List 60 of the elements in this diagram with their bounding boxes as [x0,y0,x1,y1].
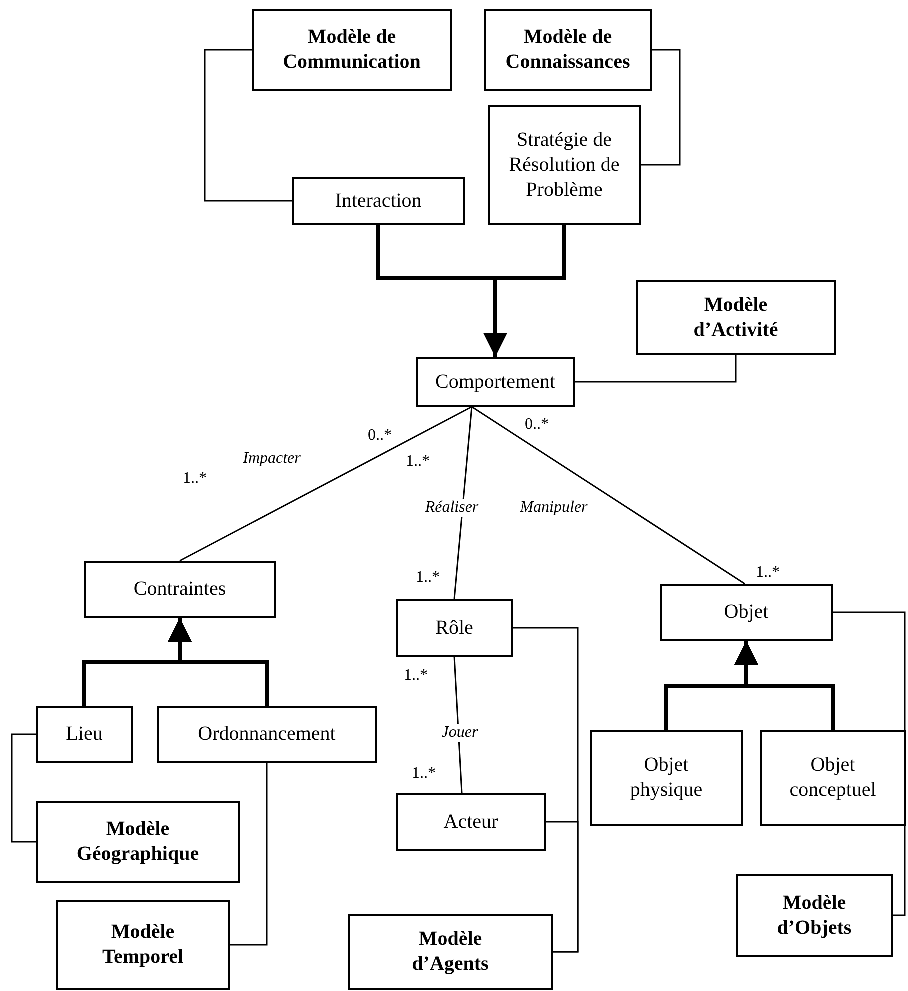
node-label: Rôle [436,616,474,640]
node-label: Modèle de Connaissances [504,25,632,75]
association-line [575,355,737,383]
model-box [56,900,230,990]
inheritance-arrow [484,225,566,357]
association-line [230,763,268,946]
edge-label: Réaliser [423,499,481,517]
class-box [488,105,641,225]
node-label: Modèle d’Activité [692,292,780,342]
node-label: Lieu [66,722,103,747]
node-label: Interaction [335,188,422,214]
association-line [641,49,681,166]
edge-label: Manipuler [518,499,590,517]
class-box [396,599,513,657]
multiplicity-label: 0..* [525,416,549,434]
node-label: Modèle Géographique [76,817,200,867]
model-box [736,874,893,957]
association-line [546,821,579,953]
class-box [292,177,465,225]
association-line [204,49,292,202]
model-box [636,280,836,355]
edge-label: Impacter [241,450,303,468]
model-box [36,801,240,883]
node-label: Modèle de Communication [282,25,422,75]
class-box [660,584,833,641]
class-box [416,357,575,407]
node-label: Objet physique [629,753,704,803]
model-box [348,914,553,990]
class-box [760,730,906,826]
class-box [84,561,276,618]
class-box [590,730,743,826]
edge-label: Jouer [440,724,480,742]
model-box [252,9,452,91]
node-label: Objet [724,600,769,625]
multiplicity-label: 1..* [404,667,428,685]
multiplicity-label: 1..* [416,569,440,587]
multiplicity-label: 1..* [183,470,207,488]
class-box [157,706,377,763]
node-label: Stratégie de Résolution de Problème [508,128,621,202]
association-line [11,734,36,843]
multiplicity-label: 1..* [406,453,430,471]
inheritance-arrow [168,618,269,706]
multiplicity-label: 1..* [412,765,436,783]
node-label: Ordonnancement [198,722,336,747]
inheritance-arrow [734,641,835,730]
node-label: Comportement [436,370,556,394]
node-label: Acteur [444,810,498,834]
association-line [454,406,473,600]
association-line [472,406,746,585]
model-box [484,9,652,91]
node-label: Modèle d’Agents [411,927,490,977]
node-label: Objet conceptuel [788,753,878,803]
multiplicity-label: 1..* [756,564,780,582]
node-label: Modèle d’Objets [776,890,853,940]
node-label: Modèle Temporel [101,920,185,970]
node-label: Contraintes [134,577,226,602]
association-line [180,406,472,562]
multiplicity-label: 0..* [368,427,392,445]
class-box [36,706,133,763]
class-box [396,793,546,851]
